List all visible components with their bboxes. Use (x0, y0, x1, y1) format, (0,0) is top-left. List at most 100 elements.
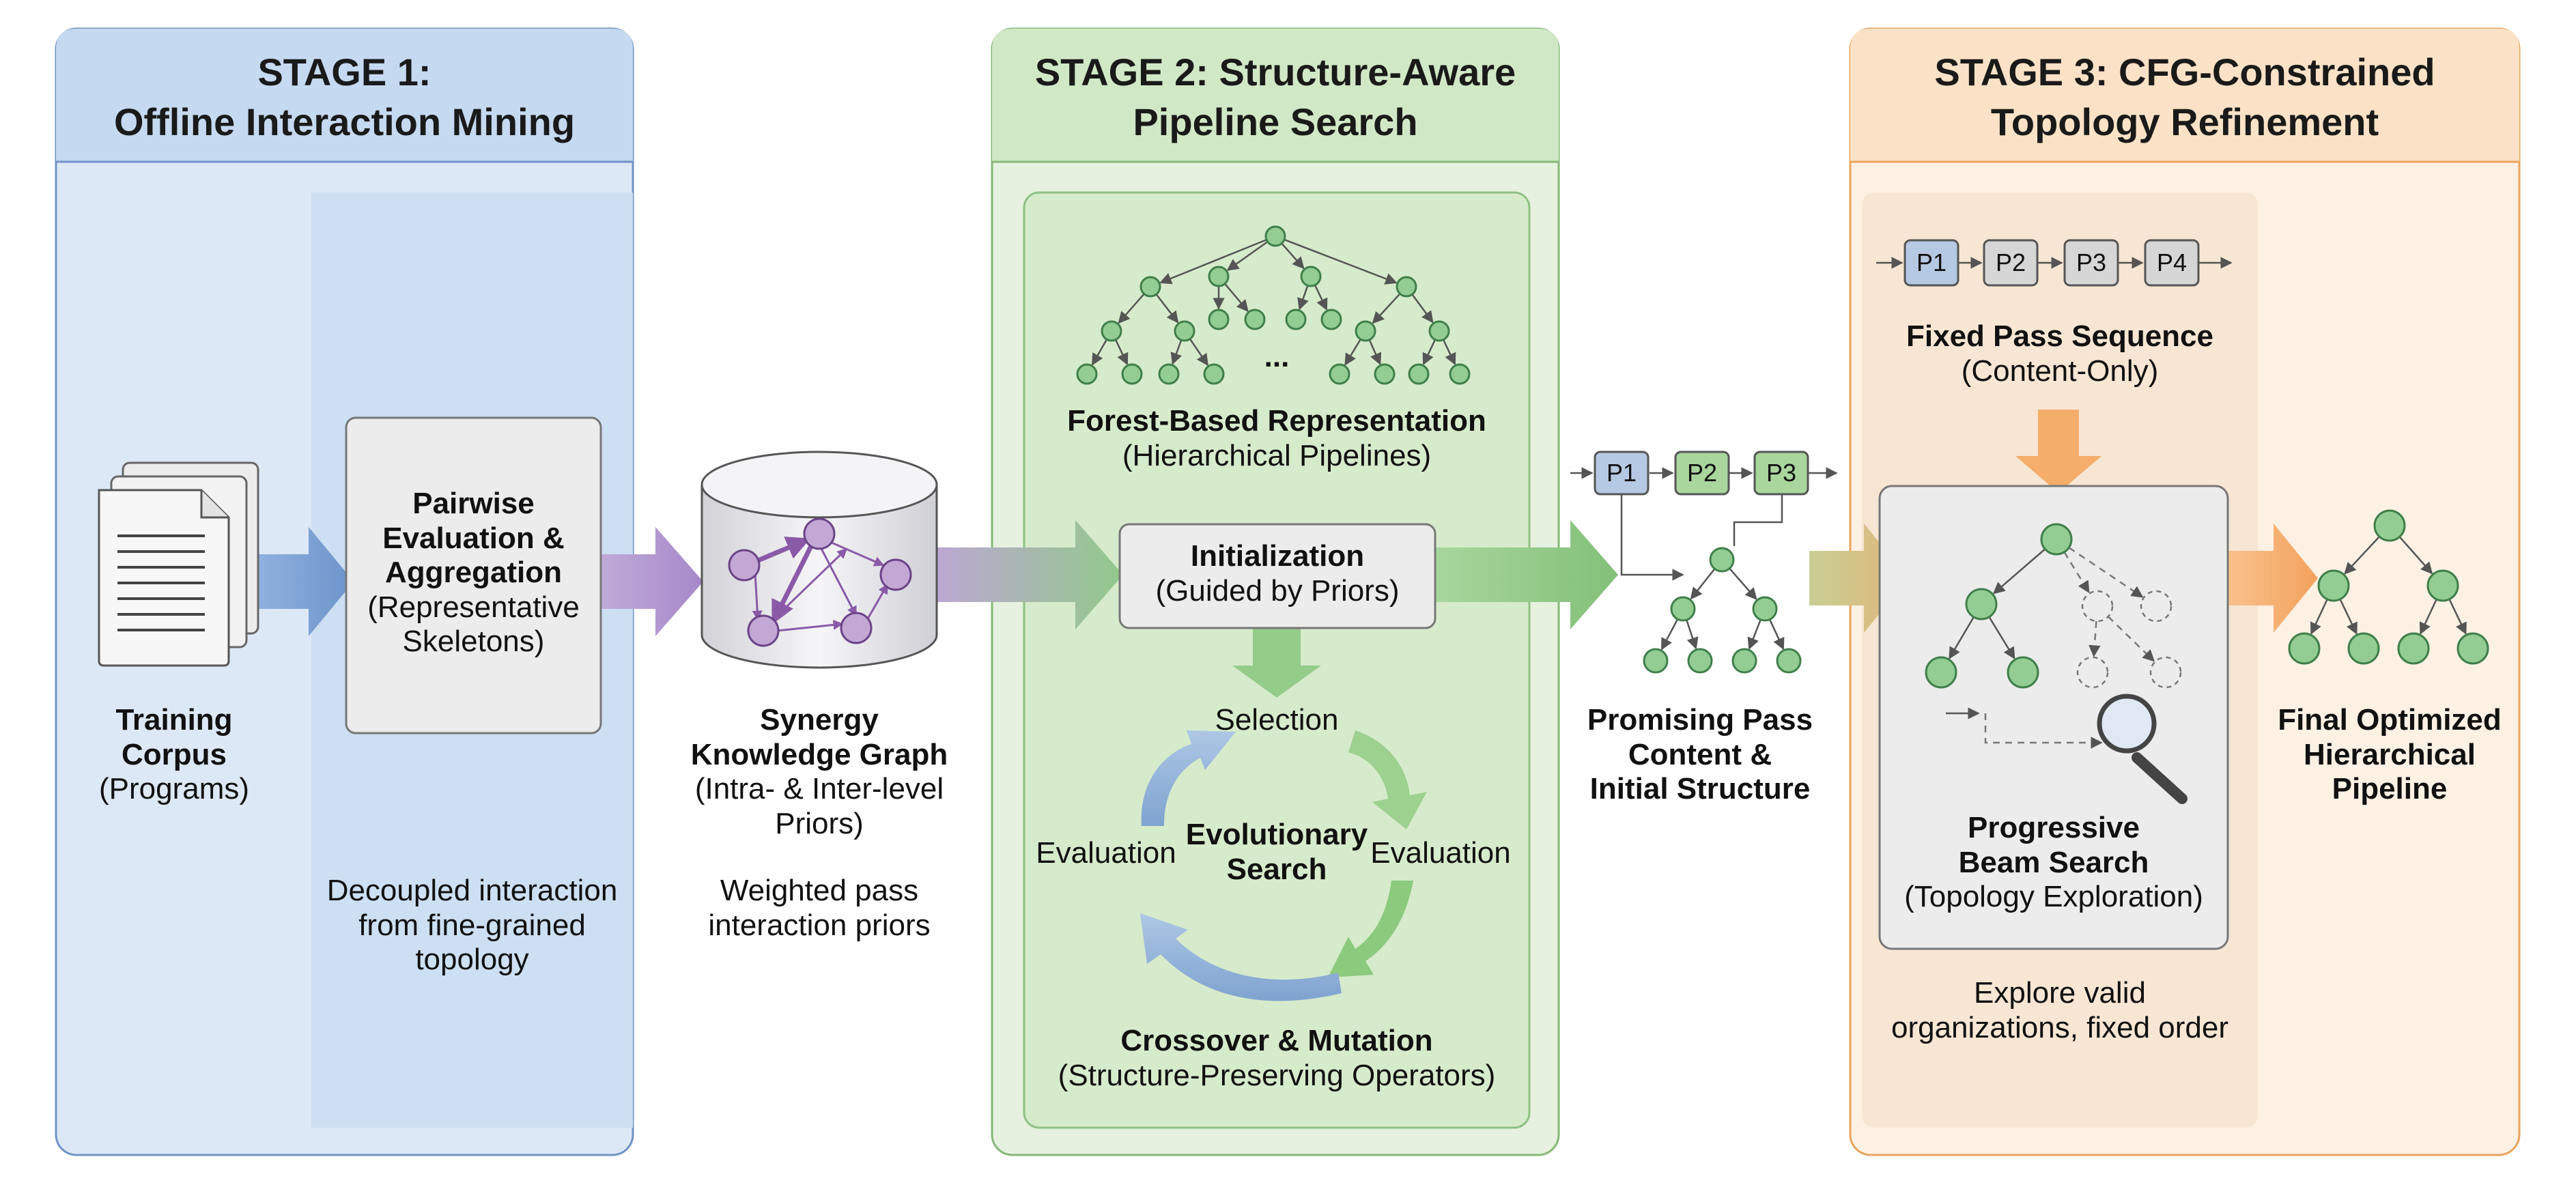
candidate-tree-node (1776, 648, 1802, 674)
candidate-label: Promising Pass Content & Initial Structu… (1587, 703, 1813, 806)
forest-node (1320, 309, 1342, 330)
forest-node (1300, 266, 1322, 287)
stage1-title: STAGE 1: Offline Interaction Mining (113, 51, 576, 143)
forest-label: Forest-Based Representation (Hierarchica… (1067, 404, 1486, 472)
fixed-pass-p1 (1903, 239, 1959, 287)
forest-node (1208, 309, 1230, 330)
final-tree-node (2373, 509, 2406, 542)
beam-tree-candidate-node (2149, 656, 2182, 689)
forest-edge (1372, 293, 1401, 324)
candidate-pass-p3-label: P3 (1766, 459, 1797, 487)
beam-tree-node (2040, 523, 2073, 556)
forest-node (1264, 225, 1286, 247)
forest-node (1203, 363, 1225, 385)
forest-node (1408, 363, 1430, 385)
candidate-tree-edge (1686, 619, 1699, 650)
beam-tree-node (1965, 588, 1998, 620)
final-tree-node (2426, 569, 2459, 602)
forest-node (1121, 363, 1143, 385)
beam-tree-candidate-node (2140, 590, 2172, 623)
candidate-tree-node (1709, 547, 1735, 573)
forest-edge (1314, 285, 1328, 311)
cycle-arrow-to-left-eval (1140, 913, 1342, 1001)
forest-edge (1118, 293, 1145, 324)
final-tree-edge (2344, 536, 2380, 575)
cycle-arrow-to-right-eval (1348, 730, 1427, 829)
synergy-graph-label: Synergy Knowledge Graph (Intra- & Inter-… (690, 703, 948, 840)
magnifier-icon (2097, 694, 2188, 804)
fixed-pass-p4 (2144, 239, 2200, 287)
document-stack-icon (98, 461, 259, 667)
stage3-title: STAGE 3: CFG-Constrained Topology Refine… (1934, 51, 2435, 143)
evolution-cycle (1140, 730, 1427, 1001)
fixed-pass-p1-label: P1 (1916, 248, 1947, 276)
final-tree-node (2288, 632, 2321, 665)
beam-tree-edge (1949, 616, 1975, 659)
candidate-tree-edge (1690, 568, 1716, 600)
stage2-title: STAGE 2: Structure-Aware Pipeline Search (1034, 51, 1516, 143)
forest-edge (1170, 339, 1183, 365)
beam-tree-dashed-edge (2068, 547, 2144, 598)
final-tree-node (2457, 632, 2489, 665)
candidate-tree-node (1670, 596, 1696, 622)
forest-edge (1114, 339, 1129, 366)
forest-node (1101, 320, 1122, 342)
evolutionary-search-label: Evolutionary Search (1185, 818, 1368, 886)
beam-search-label: Progressive Beam Search (Topology Explor… (1904, 811, 2203, 914)
final-tree-node (2317, 569, 2350, 602)
stage3-note: Explore valid organizations, fixed order (1891, 976, 2229, 1044)
arrow-init-to-candidates (1435, 520, 1618, 629)
candidate-tree-edge (1729, 567, 1757, 601)
arrow-fixed-to-beam (2015, 410, 2101, 493)
fixed-pass-p2 (1983, 239, 2039, 287)
candidate-tree-node (1731, 648, 1757, 674)
candidate-pass-p2-label: P2 (1686, 459, 1718, 487)
beam-tree-edge (1988, 616, 2015, 660)
beam-tree-candidate-node (2081, 590, 2114, 623)
final-tree-node (2397, 632, 2430, 665)
final-tree-edge (2310, 599, 2328, 635)
candidate-tree-edge (1768, 618, 1785, 651)
cycle-arrow-to-crossover (1328, 881, 1413, 977)
forest-edge (1226, 241, 1269, 271)
forest-node (1355, 320, 1376, 342)
arrow-init-down (1232, 628, 1321, 698)
training-corpus-label: Training Corpus (Programs) (98, 703, 250, 806)
cycle-selection: Selection (1215, 703, 1339, 737)
candidate-tree-node (1752, 596, 1778, 622)
final-tree-node (2347, 632, 2380, 665)
arrow-beam-to-final (2227, 524, 2318, 633)
cycle-evaluation-right: Evaluation (1370, 836, 1511, 870)
forest-node (1174, 320, 1195, 342)
forest-edge (1422, 339, 1436, 366)
pairwise-box (345, 416, 602, 734)
stage1-note: Decoupled interaction from fine-grained … (326, 874, 618, 977)
final-tree-edge (2339, 599, 2358, 635)
candidate-pass-p2 (1674, 451, 1730, 496)
initialization-box (1118, 523, 1436, 629)
forest-node (1428, 320, 1450, 342)
final-pipeline-label: Final Optimized Hierarchical Pipeline (2278, 703, 2502, 806)
candidate-tree-node (1643, 648, 1669, 674)
crossover-label: Crossover & Mutation (Structure-Preservi… (1058, 1024, 1496, 1092)
fixed-pass-p3 (2063, 239, 2119, 287)
forest-edge (1368, 339, 1382, 365)
final-pipeline-tree (2288, 509, 2489, 665)
forest-edge (1159, 239, 1267, 285)
final-tree-edge (2448, 599, 2467, 635)
candidate-pass-p1-label: P1 (1606, 459, 1637, 487)
fixed-sequence-label: Fixed Pass Sequence (Content-Only) (1906, 319, 2213, 388)
forest-node (1208, 266, 1230, 287)
initialization-label: Initialization (Guided by Priors) (1155, 539, 1400, 608)
forest-trees (1076, 225, 1471, 385)
beam-tree-edge (1992, 548, 2046, 595)
candidate-tree-edge (1660, 618, 1679, 651)
forest-edge (1344, 339, 1361, 366)
beam-tree-dashed-edge (2089, 620, 2101, 657)
cycle-evaluation-left: Evaluation (1036, 836, 1176, 870)
forest-edge (1411, 294, 1434, 324)
arrow-pairwise-to-graph (601, 527, 703, 636)
forest-node (1140, 276, 1161, 298)
